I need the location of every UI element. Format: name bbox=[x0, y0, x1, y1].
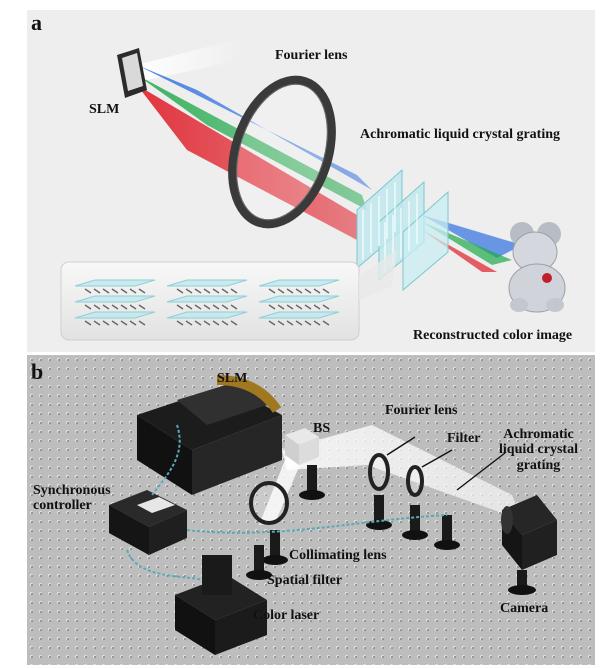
grating-label-line2: liquid crystal bbox=[499, 442, 578, 458]
slm-device bbox=[117, 48, 147, 98]
slm-label-a: SLM bbox=[89, 102, 120, 117]
collimating-lens-label: Collimating lens bbox=[289, 548, 387, 563]
grating-label-b: Achromatic liquid crystal grating bbox=[499, 427, 578, 473]
sync-controller-label: Synchronous controller bbox=[33, 483, 111, 514]
color-laser bbox=[175, 555, 267, 655]
cable-laser bbox=[126, 549, 203, 581]
inset-stacks bbox=[74, 279, 340, 326]
color-laser-label: Color laser bbox=[253, 608, 320, 623]
controller-box bbox=[109, 490, 187, 555]
reconstructed-label: Reconstructed color image bbox=[413, 328, 573, 343]
grating-stack-3 bbox=[258, 279, 340, 326]
bs-cube bbox=[285, 428, 319, 465]
bs-label: BS bbox=[313, 421, 331, 436]
bs-post bbox=[299, 465, 325, 500]
grating-stack-2 bbox=[166, 279, 248, 326]
teddy-bear-image bbox=[508, 222, 566, 313]
green-beam bbox=[137, 75, 367, 210]
slm-stage bbox=[137, 375, 282, 495]
panel-a-letter: a bbox=[31, 10, 42, 35]
cable-slm bbox=[151, 424, 181, 496]
sync-label-line1: Synchronous bbox=[33, 483, 111, 498]
white-beam bbox=[137, 38, 242, 82]
camera-label: Camera bbox=[500, 601, 549, 616]
camera bbox=[501, 495, 557, 595]
light-beam bbox=[282, 425, 522, 520]
optical-table bbox=[27, 355, 595, 665]
grating-stack-1 bbox=[74, 279, 156, 326]
slm-label-b: SLM bbox=[217, 371, 248, 386]
fourier-lens-label-a: Fourier lens bbox=[275, 48, 348, 63]
fourier-lens-ring bbox=[228, 75, 336, 229]
grating-label-line3: grating bbox=[516, 457, 561, 473]
grating-post bbox=[434, 515, 460, 550]
panel-a: a SLM Fourier lens Achromatic liquid cry… bbox=[27, 10, 595, 352]
collimating-lens-ring bbox=[249, 481, 289, 525]
panel-b-letter: b bbox=[31, 359, 44, 384]
collimating-lens-post bbox=[262, 530, 288, 565]
filter-ring bbox=[406, 465, 424, 497]
grating-label-line1: Achromatic bbox=[503, 427, 574, 442]
sync-label-line2: controller bbox=[33, 498, 92, 514]
fourier-lens-label-b: Fourier lens bbox=[385, 403, 458, 418]
spatial-filter-post bbox=[246, 545, 272, 580]
filter-label: Filter bbox=[447, 431, 481, 446]
grating-label-a: Achromatic liquid crystal grating bbox=[360, 127, 561, 142]
spatial-filter-label: Spatial filter bbox=[267, 573, 343, 588]
fourier-lens-ring-b bbox=[368, 453, 390, 491]
cable-camera bbox=[186, 514, 448, 534]
panel-b: b SLM BS Fourier lens Filter Achromatic … bbox=[27, 355, 595, 665]
filter-post bbox=[402, 505, 428, 540]
